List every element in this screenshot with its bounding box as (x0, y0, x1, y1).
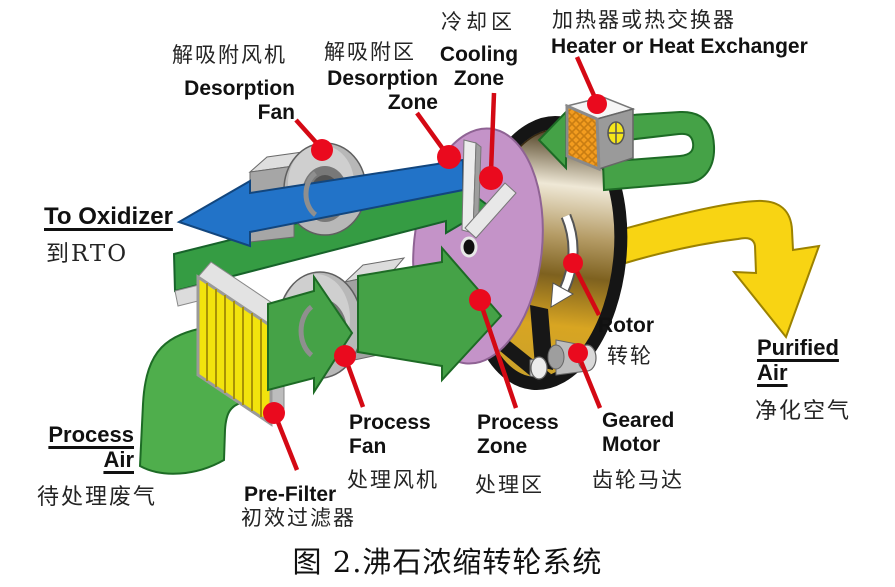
desorption-zone-label-zh: 解吸附区 (324, 40, 416, 64)
heater-label-zh: 加热器或热交换器 (552, 8, 736, 32)
purified-air-arrow (576, 199, 821, 340)
process-air-label-en: Process Air (48, 422, 134, 472)
desorption-fan-label-zh: 解吸附风机 (172, 43, 287, 67)
callout-dots (263, 94, 607, 424)
to-oxidizer-label-zh: 到RTO (46, 241, 129, 267)
dot-rotor (563, 253, 583, 273)
process-fan-front-ring (298, 304, 314, 358)
screw-icon (607, 121, 625, 145)
process-zone-label-en: Process Zone (477, 411, 559, 458)
heater-label-en: Heater or Heat Exchanger (551, 35, 808, 58)
dot-heater (587, 94, 607, 114)
rotor-label-en: Rotor (598, 314, 654, 337)
drive-belt (494, 305, 553, 383)
heater-box (564, 96, 636, 172)
dot-process-fan (334, 345, 356, 367)
figure-caption: 图 2.沸石浓缩转轮系统 (292, 545, 603, 579)
geared-motor-label-zh: 齿轮马达 (592, 468, 684, 492)
rotor-label-zh: 转轮 (607, 344, 653, 368)
process-fan-label-en: Process Fan (349, 411, 431, 458)
wheel-hub (460, 236, 478, 258)
dot-geared-motor (568, 343, 588, 363)
dot-desorption-fan (311, 139, 333, 161)
process-zone-label-zh: 处理区 (475, 473, 544, 497)
dot-cooling-zone (479, 166, 503, 190)
process-air-label-zh: 待处理废气 (37, 485, 158, 510)
geared-motor-label-en: Geared Motor (602, 409, 675, 456)
desorption-fan-front-ring (303, 171, 318, 217)
to-oxidizer-label-en: To Oxidizer (44, 203, 173, 230)
purified-air-label-zh: 净化空气 (755, 399, 852, 424)
cooling-zone-label-zh: 冷却区 (441, 10, 516, 34)
dot-pre-filter (263, 402, 285, 424)
cooling-zone-label-en: Cooling Zone (439, 43, 519, 90)
pre-filter-label-en: Pre-Filter (244, 483, 337, 506)
pre-filter-label-zh: 初效过滤器 (241, 506, 356, 530)
process-fan-label-zh: 处理风机 (347, 468, 439, 492)
dot-process-zone (469, 289, 491, 311)
desorption-fan-label-en: Desorption Fan (184, 77, 295, 124)
rotation-arrow-icon (550, 213, 579, 308)
dot-desorption-zone (437, 145, 461, 169)
zone-divider (460, 139, 517, 258)
pre-filter-panel (196, 261, 285, 427)
purified-air-label-en: Purified Air (757, 335, 839, 385)
process-air-duct (267, 245, 503, 396)
desorption-zone-label-en: Desorption Zone (327, 67, 438, 114)
to-oxidizer-arrow (176, 158, 464, 248)
